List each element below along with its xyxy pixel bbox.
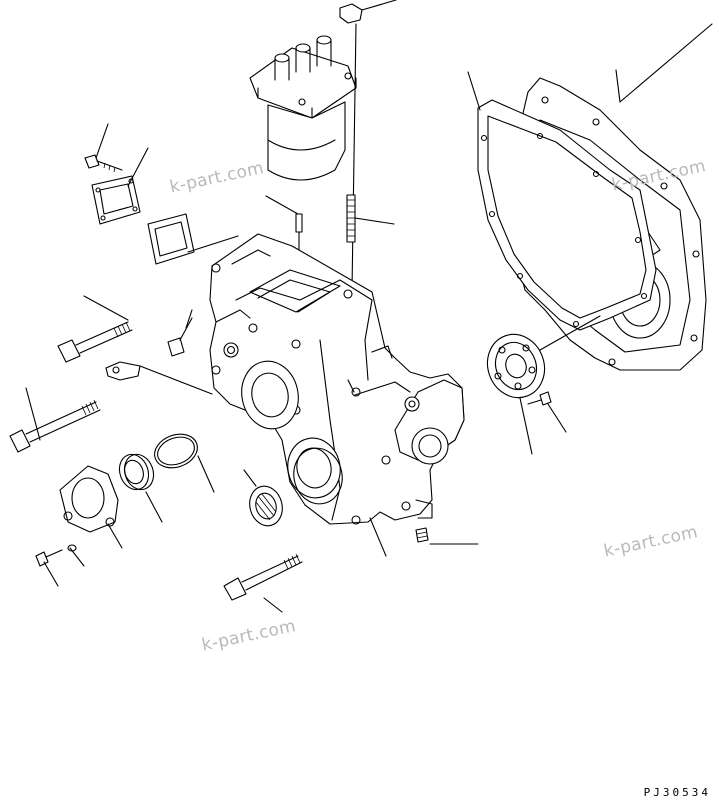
- o-ring: [154, 433, 198, 469]
- plug-bolt: [415, 527, 429, 543]
- cover-bolt: [84, 154, 123, 173]
- ball-bearing: [118, 453, 155, 491]
- long-bolt-upper: [57, 321, 133, 363]
- oil-seal: [249, 485, 283, 527]
- injection-pump: [249, 35, 357, 181]
- clamp-bracket: [105, 361, 141, 381]
- gear-case-housing: [209, 233, 465, 525]
- inspection-cover: [91, 175, 141, 225]
- nut-and-stud: [339, 3, 363, 291]
- breather-fitting: [167, 317, 193, 357]
- case-gasket: [477, 99, 657, 331]
- dowel-pin: [295, 213, 303, 233]
- long-bolt-lower: [9, 399, 101, 453]
- pump-bolt: [527, 391, 552, 406]
- bearing-cover: [59, 465, 119, 533]
- oil-pump-rotor: [486, 333, 546, 399]
- cover-screw: [35, 544, 77, 567]
- leader-lines: [25, 0, 713, 613]
- bottom-long-bolt: [223, 553, 303, 601]
- cover-gasket: [147, 213, 195, 265]
- drawing-code: PJ30534: [643, 786, 711, 799]
